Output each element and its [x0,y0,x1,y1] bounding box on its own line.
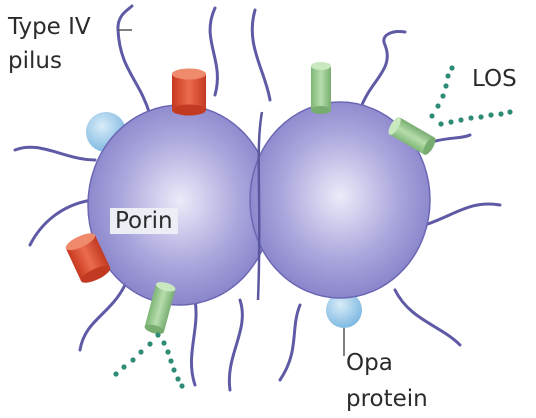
pilus-fiber [280,305,300,380]
los-cylinder [311,62,331,114]
protein-label: protein [346,386,428,412]
cell-lobe-left [88,105,272,305]
pilus-fiber [229,300,242,390]
pilus-fiber [191,300,196,385]
opa-label: Opa [346,350,393,376]
pilus-fiber [360,32,405,110]
los-chain [113,332,184,388]
pilus-fiber [80,285,125,350]
type-iv-label: Type IV [8,14,91,40]
pilus-fiber [15,147,95,160]
pilus-fiber [252,10,270,100]
los-label: LOS [472,66,517,92]
porin-label: Porin [110,208,178,234]
cell-body [88,102,430,305]
pilus-fiber [118,6,150,115]
pilus-fiber [210,8,217,95]
pilus-fiber [395,290,460,345]
porin [172,69,206,116]
pilus-fiber [425,204,500,225]
pilus-label: pilus [8,48,62,74]
